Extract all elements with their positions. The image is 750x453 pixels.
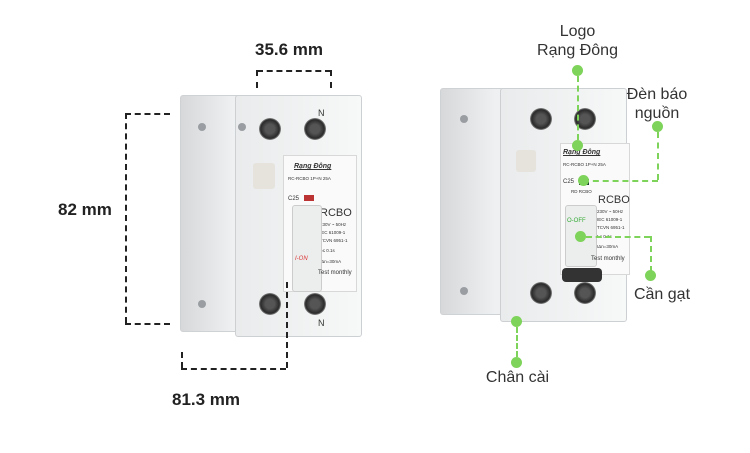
neutral-mark: N [318, 108, 325, 118]
model-text: RC-RCBO 1P+N 25A [288, 176, 331, 181]
standard-text: IEC 61009-1 [597, 217, 623, 222]
test-text: Test monthly [318, 270, 352, 276]
type-text: RCBO [320, 207, 352, 219]
standard-text: TCVN 6951-1 [320, 238, 348, 243]
callout-line [516, 327, 518, 357]
callout-lever: Cần gạt [633, 286, 691, 303]
terminal-screw [574, 108, 596, 130]
indicator-window [516, 150, 536, 172]
callout-dot [575, 231, 586, 242]
terminal-screw [530, 282, 552, 304]
callout-dot [572, 140, 583, 151]
callout-line [586, 236, 650, 238]
terminal-screw [259, 293, 281, 315]
callout-logo: Logo Rạng Đông [520, 22, 635, 60]
sensitivity-text: IΔn=30mA [320, 259, 342, 264]
on-label: I-ON [295, 256, 308, 262]
standard-text: IEC 61009-1 [320, 230, 346, 235]
callout-indicator: Đèn báo nguồn [612, 85, 702, 123]
dimension-line [256, 70, 258, 88]
callout-line [583, 180, 658, 182]
dimension-line [286, 282, 288, 368]
callout-dot [511, 316, 522, 327]
indicator-window [253, 163, 275, 189]
mount-hole [460, 287, 468, 295]
terminal-screw [574, 282, 596, 304]
callout-text: Đèn báo [626, 86, 688, 103]
lever[interactable]: I-ON [292, 205, 322, 292]
model-text: RC-RCBO 1P+N 25A [563, 162, 606, 167]
voltage-text: 230V ~ 50Hz [320, 222, 347, 227]
callout-text: nguồn [634, 105, 680, 122]
callout-line [657, 132, 659, 180]
callout-line [577, 76, 579, 140]
terminal-screw [259, 118, 281, 140]
rating-text: C25 [288, 196, 300, 202]
callout-dot [572, 65, 583, 76]
mount-hole [198, 300, 206, 308]
callout-text: Rạng Đông [537, 42, 618, 59]
sensitivity-text: IΔn=30mA [597, 244, 619, 249]
dimension-line [125, 323, 170, 325]
callout-dot [578, 175, 589, 186]
callout-clip: Chân cài [485, 369, 550, 386]
dimension-line [125, 113, 127, 323]
terminal-screw [530, 108, 552, 130]
dimension-line [330, 70, 332, 88]
neutral-mark: N [318, 318, 325, 328]
lever-handle[interactable] [562, 268, 602, 282]
rating-text: C25 [563, 179, 575, 185]
callout-line [650, 236, 652, 272]
callout-dot [645, 270, 656, 281]
terminal-screw [304, 293, 326, 315]
sub-model-text: RD RCBO [571, 189, 592, 194]
terminal-screw [304, 118, 326, 140]
depth-dimension: 81.3 mm [172, 390, 241, 409]
height-dimension: 82 mm [58, 200, 112, 219]
trip-time-text: t ≤ 0.1s [320, 248, 335, 253]
lever[interactable]: O-OFF [565, 205, 597, 267]
indicator-light [304, 195, 314, 201]
off-label: O-OFF [567, 218, 586, 224]
dimension-line [181, 368, 286, 370]
dimension-line [181, 352, 183, 368]
brand-logo: Rạng Đông [294, 163, 332, 170]
test-text: Test monthly [591, 256, 625, 262]
standard-text: TCVN 6951-1 [597, 225, 625, 230]
dimension-line [257, 70, 331, 72]
mount-hole [238, 123, 246, 131]
callout-text: Logo [559, 23, 596, 40]
width-dimension: 35.6 mm [255, 40, 324, 59]
callout-dot [652, 121, 663, 132]
mount-hole [460, 115, 468, 123]
mount-hole [198, 123, 206, 131]
brand-logo: Rạng Đông [563, 149, 601, 156]
voltage-text: 230V ~ 50Hz [597, 209, 624, 214]
dimension-line [125, 113, 170, 115]
type-text: RCBO [598, 194, 630, 206]
callout-dot [511, 357, 522, 368]
